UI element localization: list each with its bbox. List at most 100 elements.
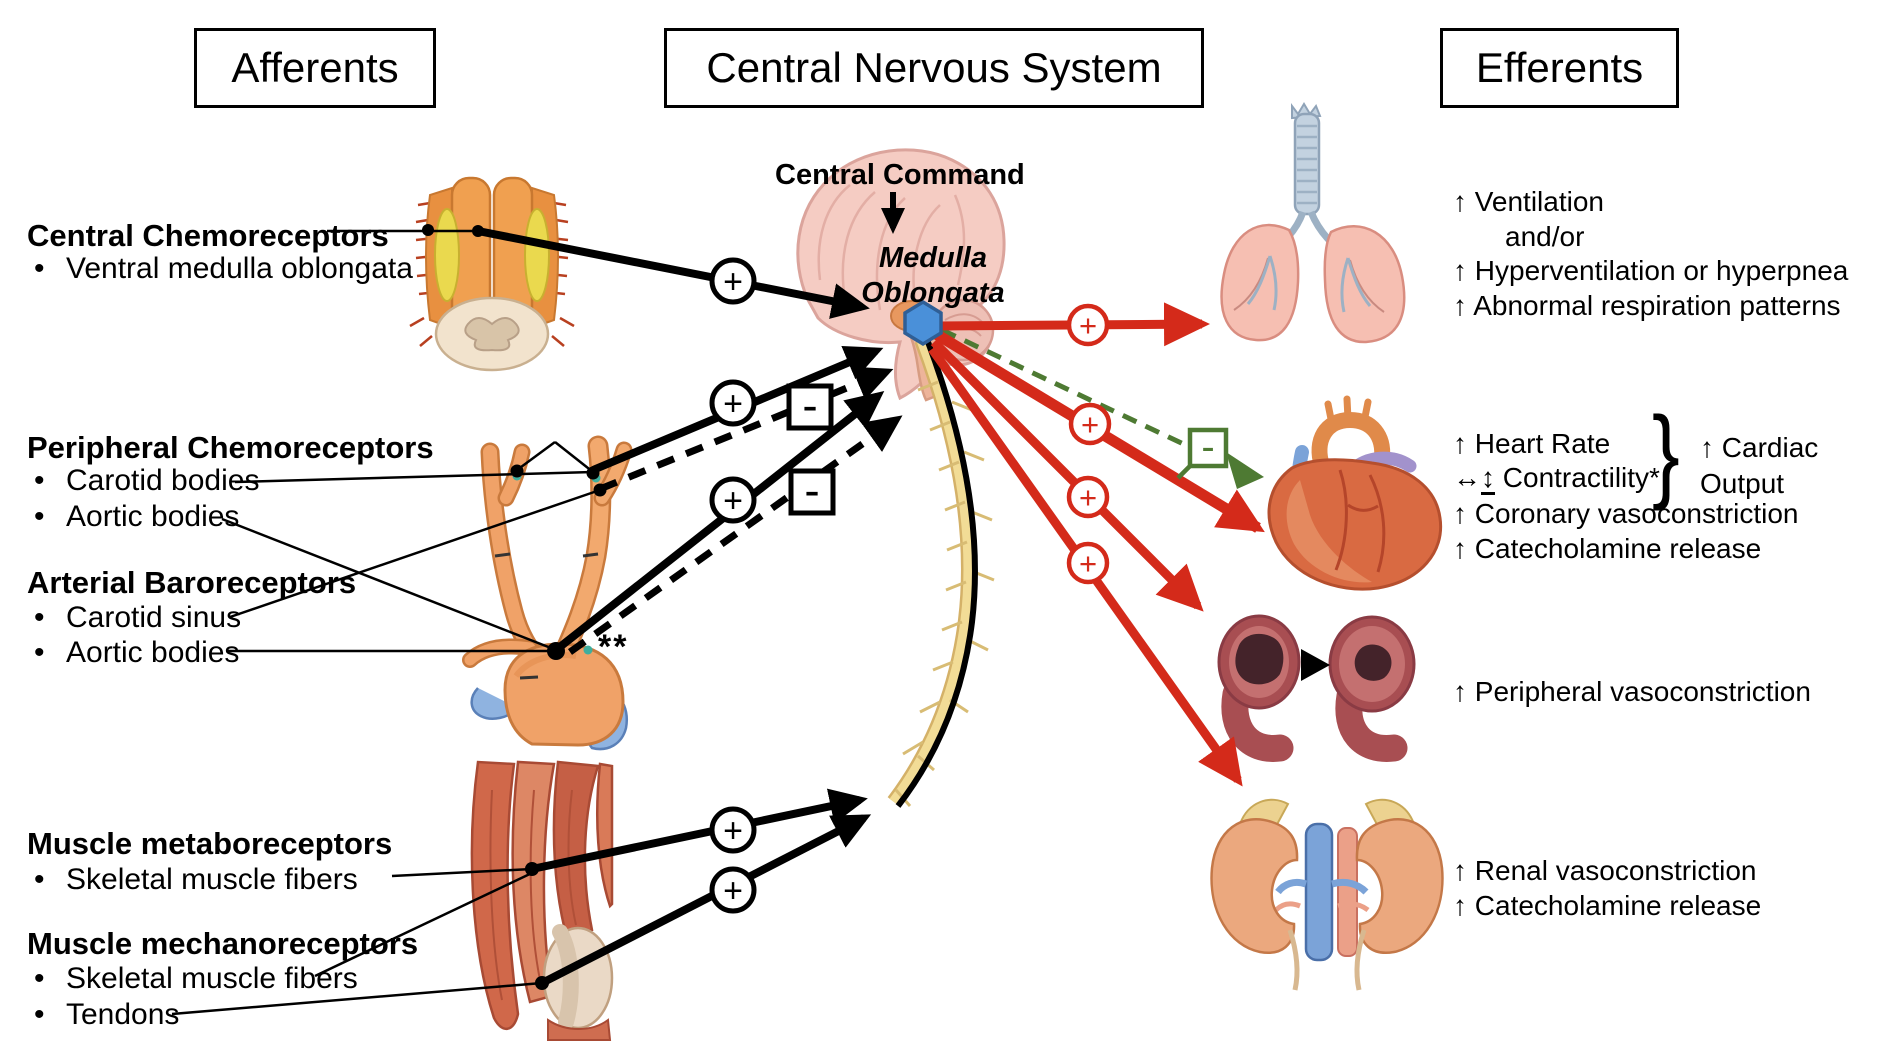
efferent-plus-markers: + + + + - [1066, 303, 1229, 585]
excitatory-marker: + [1066, 541, 1110, 585]
plus-sign: + [1079, 480, 1097, 515]
excitatory-marker: + [1068, 402, 1112, 446]
inhibitory-marker: - [1176, 425, 1229, 480]
bullet-icon: • [34, 500, 45, 533]
descending-efferent-path [895, 340, 978, 808]
list-item-label: Ventral medulla oblongata [66, 252, 413, 285]
vessel-constriction-arrow-icon [1301, 649, 1330, 681]
medulla-oblongata-node [903, 299, 943, 347]
list-item-label: Aortic bodies [66, 636, 240, 669]
trachea [1293, 112, 1321, 216]
excitatory-marker: + [709, 806, 757, 854]
kidneys-effect-line: ↑ Renal vasoconstriction [1453, 855, 1757, 886]
inhibitory-efferent-to-heart [940, 327, 1232, 469]
aortic-afferent-excitatory [553, 391, 885, 654]
arterial-baroreceptors-title: Arterial Baroreceptors [27, 565, 357, 600]
bullet-icon: • [34, 636, 45, 669]
kidneys-illustration [1210, 798, 1444, 991]
afferents-header: Afferents [194, 28, 436, 108]
contractility-label: Contractility* [1495, 462, 1660, 493]
heart-effect-line: ↑ Coronary vasoconstriction [1453, 498, 1799, 529]
cns-header-label: Central Nervous System [706, 44, 1162, 91]
list-item-label: Carotid bodies [66, 464, 260, 497]
contractility-leftright-arrow: ↔ [1453, 462, 1481, 493]
cardiac-output-label-line2: Output [1700, 468, 1785, 499]
plus-sign: + [723, 812, 743, 850]
lungs-effect-line: ↑ Ventilation [1453, 186, 1604, 217]
lungs-illustration [1220, 102, 1406, 344]
excitatory-marker: + [1066, 303, 1110, 347]
chemoreceptor-zone-right [524, 208, 550, 302]
central-command-label: Central Command [775, 159, 1025, 191]
excitatory-marker: + [709, 379, 757, 427]
double-asterisk-note: ** [598, 628, 629, 666]
kidneys-effect-line: ↑ Catecholamine release [1453, 890, 1762, 921]
minus-sign: - [1201, 425, 1214, 469]
medulla-illustration [409, 176, 575, 372]
lungs-effect-line: and/or [1505, 221, 1585, 252]
bullet-icon: • [34, 962, 45, 995]
spinal-cord [887, 337, 995, 808]
abdominal-aorta [1337, 827, 1358, 957]
lungs-effect-line: ↑ Hyperventilation or hyperpnea [1453, 255, 1849, 286]
central-chemo-afferent [477, 227, 870, 319]
chemoreceptor-zone-left [434, 208, 460, 302]
peripheral-chemoreceptors-title: Peripheral Chemoreceptors [27, 430, 434, 465]
plus-sign: + [723, 263, 743, 301]
heart-effect-line: ↑ Heart Rate [1453, 428, 1611, 459]
afferents-header-label: Afferents [231, 44, 399, 91]
list-item-label: Aortic bodies [66, 500, 240, 533]
bullet-icon: • [34, 252, 45, 285]
medulla-label-line1: Medulla [879, 242, 987, 274]
plus-sign: + [1079, 308, 1097, 343]
plus-sign: + [723, 482, 743, 520]
heart-effect-line: ↑ Catecholamine release [1453, 533, 1762, 564]
excitatory-marker: + [1066, 475, 1110, 519]
list-item-label: Skeletal muscle fibers [66, 863, 358, 896]
right-lung [1323, 225, 1406, 344]
afferent-arrows [477, 192, 905, 987]
plus-sign: + [1081, 407, 1099, 442]
bullet-icon: • [34, 863, 45, 896]
inhibitory-marker: - [786, 379, 834, 431]
efferents-header-label: Efferents [1475, 44, 1644, 91]
muscle-illustration [470, 760, 614, 1041]
green-arrowhead-icon [1226, 452, 1264, 489]
cardiac-output-brace: } [1652, 396, 1680, 512]
plus-sign: + [1079, 546, 1097, 581]
afferent-plus-markers: + + + + + - - [709, 257, 836, 914]
aortic-arch [503, 642, 625, 747]
mechanoreceptor-afferent [540, 814, 872, 987]
muscle-mechanoreceptors-title: Muscle mechanoreceptors [27, 926, 419, 961]
cns-header: Central Nervous System [664, 28, 1204, 108]
minus-sign: - [802, 379, 817, 431]
vena-cava-abdominal [1304, 822, 1334, 962]
pointer-lines [171, 229, 601, 1016]
muscle-metaboreceptors-title: Muscle metaboreceptors [27, 826, 393, 861]
heart-illustration [1267, 395, 1443, 591]
excitatory-marker: + [709, 257, 757, 305]
vessels-illustration [1217, 614, 1416, 762]
list-item-label: Tendons [66, 998, 180, 1031]
carotid-afferent-inhibitory [598, 366, 894, 493]
kidney-right [1355, 818, 1444, 955]
heart-effect-line: ↔↕ Contractility* [1453, 462, 1660, 495]
metaboreceptor-afferent [531, 788, 868, 873]
bullet-icon: • [34, 998, 45, 1031]
bullet-icon: • [34, 464, 45, 497]
efferent-to-vessels [930, 338, 1204, 612]
plus-sign: + [723, 872, 743, 910]
lungs-effect-line: ↑ Abnormal respiration patterns [1453, 290, 1841, 321]
efferents-header: Efferents [1440, 28, 1679, 108]
aortic-afferent-inhibitory [567, 415, 903, 655]
central-chemoreceptors-title: Central Chemoreceptors [27, 218, 389, 253]
plus-sign: + [723, 385, 743, 423]
medulla-label-line2: Oblongata [861, 277, 1005, 309]
contractility-updown-arrow: ↕ [1481, 462, 1495, 495]
excitatory-marker: + [709, 866, 757, 914]
list-item-label: Carotid sinus [66, 601, 242, 634]
vessels-effect-line: ↑ Peripheral vasoconstriction [1453, 676, 1811, 707]
inhibitory-marker: - [788, 464, 836, 516]
